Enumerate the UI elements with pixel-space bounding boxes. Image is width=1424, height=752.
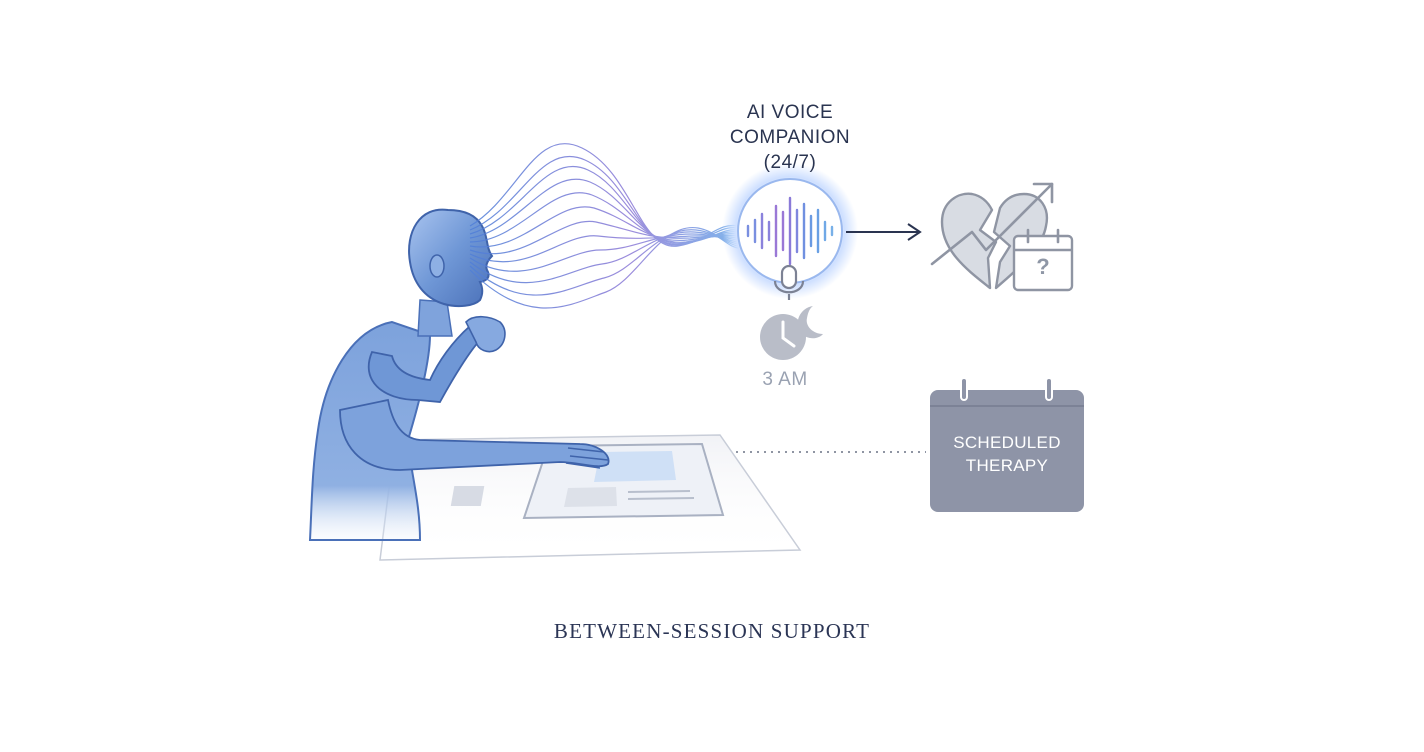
- diagram-caption: BETWEEN-SESSION SUPPORT: [553, 619, 871, 643]
- calendar-icon: [1012, 228, 1074, 292]
- sound-waves: [469, 143, 739, 309]
- moon-icon: [797, 306, 823, 339]
- scheduled-therapy-line-2: THERAPY: [965, 456, 1049, 475]
- companion-title: AI VOICE COMPANION (24/7): [690, 100, 890, 175]
- arrow-right-icon: [846, 223, 922, 241]
- person-figure: [308, 208, 610, 541]
- scheduled-therapy-calendar: [930, 377, 1084, 512]
- clock-icon: [760, 314, 806, 360]
- companion-title-line-1: AI VOICE: [746, 102, 834, 123]
- companion-title-line-2: COMPANION: [729, 127, 851, 148]
- scheduled-therapy-label: SCHEDULED THERAPY: [932, 431, 1082, 477]
- trend-arrow-icon: [930, 182, 1054, 266]
- microphone-icon: [773, 264, 805, 300]
- time-label: 3 AM: [762, 369, 808, 390]
- scheduled-therapy-line-1: SCHEDULED: [953, 433, 1061, 452]
- ai-voice-orb: [722, 163, 858, 299]
- companion-title-line-3: (24/7): [763, 152, 817, 173]
- voice-waveform: [746, 196, 834, 266]
- calendar-question-mark: ?: [1036, 254, 1050, 279]
